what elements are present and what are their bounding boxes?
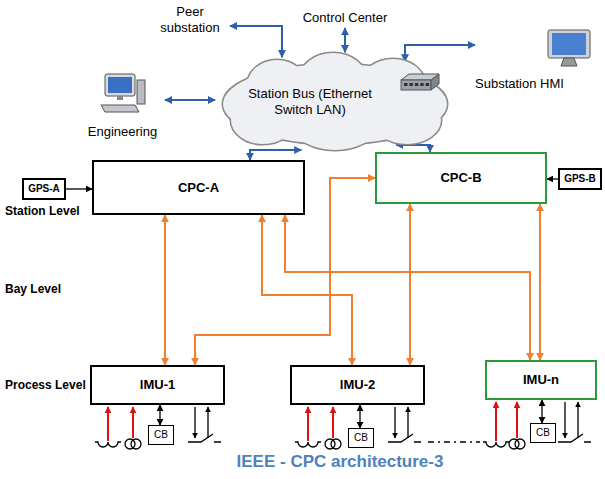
node-text: IMU-2 — [340, 377, 375, 393]
breaker-box: CB — [530, 423, 556, 443]
level-label: Station Level — [5, 204, 80, 218]
node-text: GPS-B — [564, 173, 596, 185]
monitor — [105, 74, 135, 96]
ct-signal — [307, 407, 309, 441]
switch-symbol — [388, 434, 421, 442]
vt-symbol — [325, 439, 335, 449]
ct-symbol — [295, 442, 321, 447]
switch-side — [431, 74, 439, 90]
ct-signal — [495, 402, 497, 441]
engineering-pc: Engineering — [80, 72, 165, 140]
breaker-box: CB — [348, 428, 374, 448]
vt-symbol — [131, 439, 141, 449]
switch-wire — [207, 407, 208, 438]
stand — [117, 96, 123, 100]
node-text: CPC-A — [178, 180, 219, 196]
vt-signal — [516, 402, 518, 438]
breaker-box: CB — [148, 425, 174, 445]
switch-wire — [577, 402, 578, 438]
level-label: Process Level — [5, 378, 86, 392]
screen — [108, 77, 132, 93]
cpc-box: CPC-B — [375, 152, 547, 204]
node-text: Engineering — [88, 124, 157, 140]
node-text: CB — [354, 432, 368, 444]
switch-port — [409, 83, 413, 86]
vt-symbol — [125, 439, 135, 449]
ct-symbol — [95, 442, 121, 447]
switch-wire — [407, 407, 408, 438]
tower — [137, 80, 145, 104]
endpoint-label: Control Center — [290, 8, 400, 28]
monitor-icon — [546, 28, 592, 68]
node-text: CB — [154, 429, 168, 441]
cloud-lobe — [373, 96, 441, 144]
switch-port — [426, 83, 430, 86]
connector — [539, 204, 541, 360]
node-text: GPS-A — [28, 183, 60, 195]
switch-wire — [394, 407, 395, 438]
screen — [552, 33, 586, 55]
switch-wire — [194, 407, 195, 438]
station-bus-cloud: Station Bus (Ethernet Switch LAN) — [215, 52, 455, 152]
vt-symbol — [509, 439, 519, 449]
node-text: CB — [536, 427, 550, 439]
vt-symbol — [515, 439, 525, 449]
node-text: Control Center — [303, 10, 388, 26]
connector — [164, 215, 166, 365]
cpc-box: CPC-A — [92, 160, 305, 215]
connector — [344, 28, 346, 52]
node-text: IMU-1 — [140, 377, 175, 393]
connector — [230, 26, 282, 57]
ct-symbol — [483, 442, 509, 447]
imu-box: IMU-n — [485, 360, 597, 400]
imu-box: IMU-1 — [90, 365, 225, 405]
connector — [159, 405, 160, 425]
connector — [165, 99, 215, 101]
level-label: Bay Level — [5, 282, 61, 296]
node-text: IMU-n — [523, 372, 559, 388]
connector — [541, 400, 542, 423]
hmi-terminal: Substation HMI — [475, 28, 598, 92]
vt-signal — [332, 407, 334, 438]
gps-box: GPS-B — [558, 168, 602, 190]
imu-box: IMU-2 — [290, 365, 425, 405]
switch-port — [404, 83, 408, 86]
node-text: Peer substation — [154, 4, 226, 35]
switch-symbol — [558, 434, 591, 442]
switch-port — [415, 83, 419, 86]
gps-box: GPS-A — [22, 178, 66, 200]
connector — [250, 150, 301, 160]
connector — [396, 145, 430, 152]
continuation-dashes — [428, 441, 480, 442]
keyboard — [101, 105, 139, 112]
cloud-lobe — [373, 96, 441, 144]
switch-port — [420, 83, 424, 86]
monitor — [548, 30, 590, 58]
computer-icon — [99, 72, 147, 114]
switch-icon — [397, 72, 441, 94]
connector — [66, 188, 92, 189]
connector — [285, 215, 530, 360]
node-text: Substation HMI — [475, 76, 564, 92]
switch-front — [401, 80, 431, 90]
endpoint-label: Peer substation — [150, 2, 230, 38]
connector — [547, 178, 558, 179]
node-text: CPC-B — [440, 170, 481, 186]
figure-caption: IEEE - CPC architecture-3 — [90, 452, 590, 472]
switch-symbol — [188, 434, 221, 442]
vt-signal — [132, 407, 134, 438]
connector — [262, 215, 352, 365]
node-text: Station Bus (Ethernet Switch LAN) — [243, 86, 378, 117]
switch-wire — [564, 402, 565, 438]
connector — [409, 204, 411, 365]
stand — [561, 58, 577, 66]
vt-symbol — [331, 439, 341, 449]
ct-signal — [107, 407, 109, 441]
connector — [405, 45, 475, 61]
connector — [359, 405, 360, 428]
